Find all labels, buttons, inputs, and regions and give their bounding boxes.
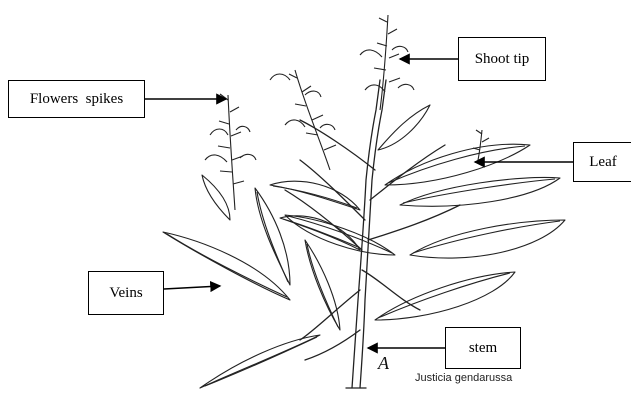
flower-spike-middle [270, 70, 336, 170]
figure-letter: A [378, 353, 389, 374]
label-shoot-tip: Shoot tip [458, 37, 546, 81]
leaf-right-bottom [375, 272, 515, 320]
label-flowers-spikes: Flowers spikes [8, 80, 145, 118]
leaf-left-big [285, 215, 395, 255]
label-veins: Veins [88, 271, 164, 315]
leaf-left-far [163, 232, 290, 300]
flower-spike-left [205, 94, 256, 210]
leaf-left-upper [270, 181, 360, 210]
leaf-left-vertical [255, 188, 290, 285]
flower-spike-right [473, 130, 489, 160]
main-stem [352, 80, 380, 388]
label-leaf: Leaf [573, 142, 631, 182]
label-stem: stem [445, 327, 521, 369]
leaf-right-lower [410, 220, 565, 258]
arrow-veins [164, 286, 220, 289]
flower-spike-top [360, 15, 414, 110]
leaf-stem-left-upper [202, 175, 230, 220]
species-caption: Justicia gendarussa [415, 372, 512, 384]
leaf-lower-left [200, 335, 320, 388]
leaf-top-right [378, 105, 430, 150]
leaf-mid-vertical [305, 240, 340, 330]
